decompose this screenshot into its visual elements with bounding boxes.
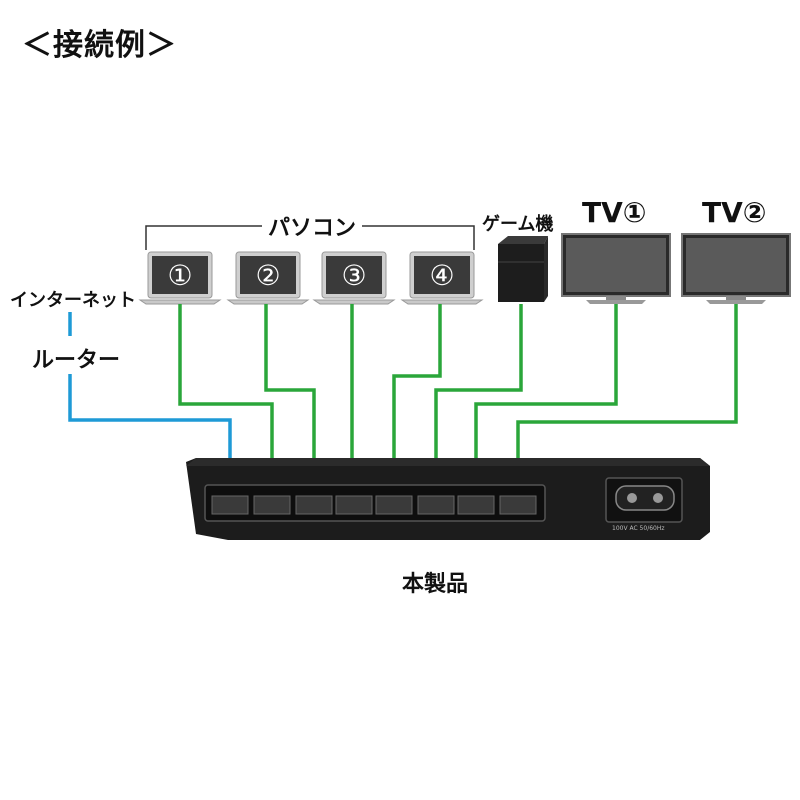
lan-port-8: [499, 495, 537, 515]
power-rating-label: 100V AC 50/60Hz: [612, 525, 665, 532]
tv-1-monitor: [561, 233, 671, 304]
lan-port-4: [335, 495, 373, 515]
cable-pc-1: [178, 304, 274, 500]
laptop-1: [138, 251, 222, 305]
lan-port-5: [375, 495, 413, 515]
pc-number-4: ④: [429, 258, 455, 292]
page-title: ＜接続例＞: [22, 28, 177, 63]
game-console-label: ゲーム機: [482, 214, 554, 235]
power-inlet: [605, 477, 683, 523]
lan-port-1: [211, 495, 249, 515]
lan-port-3: [295, 495, 333, 515]
pc-group-label: パソコン: [262, 210, 363, 242]
tv-2-monitor: [681, 233, 791, 304]
cable-pc-4: [392, 304, 442, 500]
cable-game: [434, 304, 523, 500]
pc-number-2: ②: [255, 258, 281, 292]
laptop-4: [400, 251, 484, 305]
lan-port-2: [253, 495, 291, 515]
lan-port-7: [457, 495, 495, 515]
game-console: [498, 236, 548, 302]
cable-tv-1: [474, 304, 618, 500]
switch-device: [186, 458, 710, 540]
pc-number-1: ①: [167, 258, 193, 292]
pc-number-3: ③: [341, 258, 367, 292]
lan-port-6: [417, 495, 455, 515]
laptop-3: [312, 251, 396, 305]
cable-pc-2: [264, 304, 316, 500]
product-label: 本製品: [402, 572, 469, 597]
tv-2-label: TV②: [702, 196, 767, 229]
router-label: ルーター: [32, 348, 121, 373]
internet-label: インターネット: [10, 290, 136, 311]
tv-1-label: TV①: [582, 196, 647, 229]
cables: [68, 304, 738, 500]
laptop-2: [226, 251, 310, 305]
